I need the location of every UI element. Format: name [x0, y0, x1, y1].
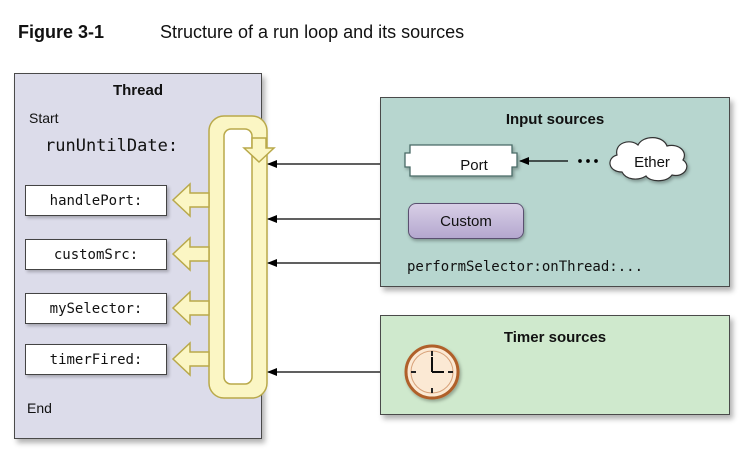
handler-timer-fired: timerFired: [25, 344, 167, 375]
port-label: Port [460, 157, 488, 174]
handler-branch-arrows [171, 182, 210, 377]
perform-selector-label: performSelector:onThread:... [407, 259, 644, 275]
start-label: Start [29, 110, 59, 126]
input-sources-box: Input sources Custom performSelector:onT… [380, 97, 730, 287]
end-label: End [27, 400, 52, 416]
input-sources-labels: Port Ether [380, 97, 730, 287]
ether-label: Ether [634, 154, 670, 171]
source-arrows [267, 160, 380, 376]
timer-sources-title: Timer sources [503, 329, 607, 346]
ether-arrow [519, 157, 598, 165]
handler-my-selector: mySelector: [25, 293, 167, 324]
custom-source: Custom [408, 203, 524, 239]
handler-custom-src: customSrc: [25, 239, 167, 270]
run-until-date-label: runUntilDate: [45, 136, 179, 156]
clock-icon [404, 344, 460, 400]
figure-title: Structure of a run loop and its sources [160, 22, 465, 42]
thread-title: Thread [112, 82, 163, 99]
figure-label: Figure 3-1 [18, 22, 105, 42]
ether-cloud-icon [609, 137, 688, 182]
handler-handle-port: handlePort: [25, 185, 167, 216]
run-loop-shape [208, 115, 276, 399]
port-source [404, 144, 518, 177]
input-sources-title: Input sources [505, 111, 605, 128]
